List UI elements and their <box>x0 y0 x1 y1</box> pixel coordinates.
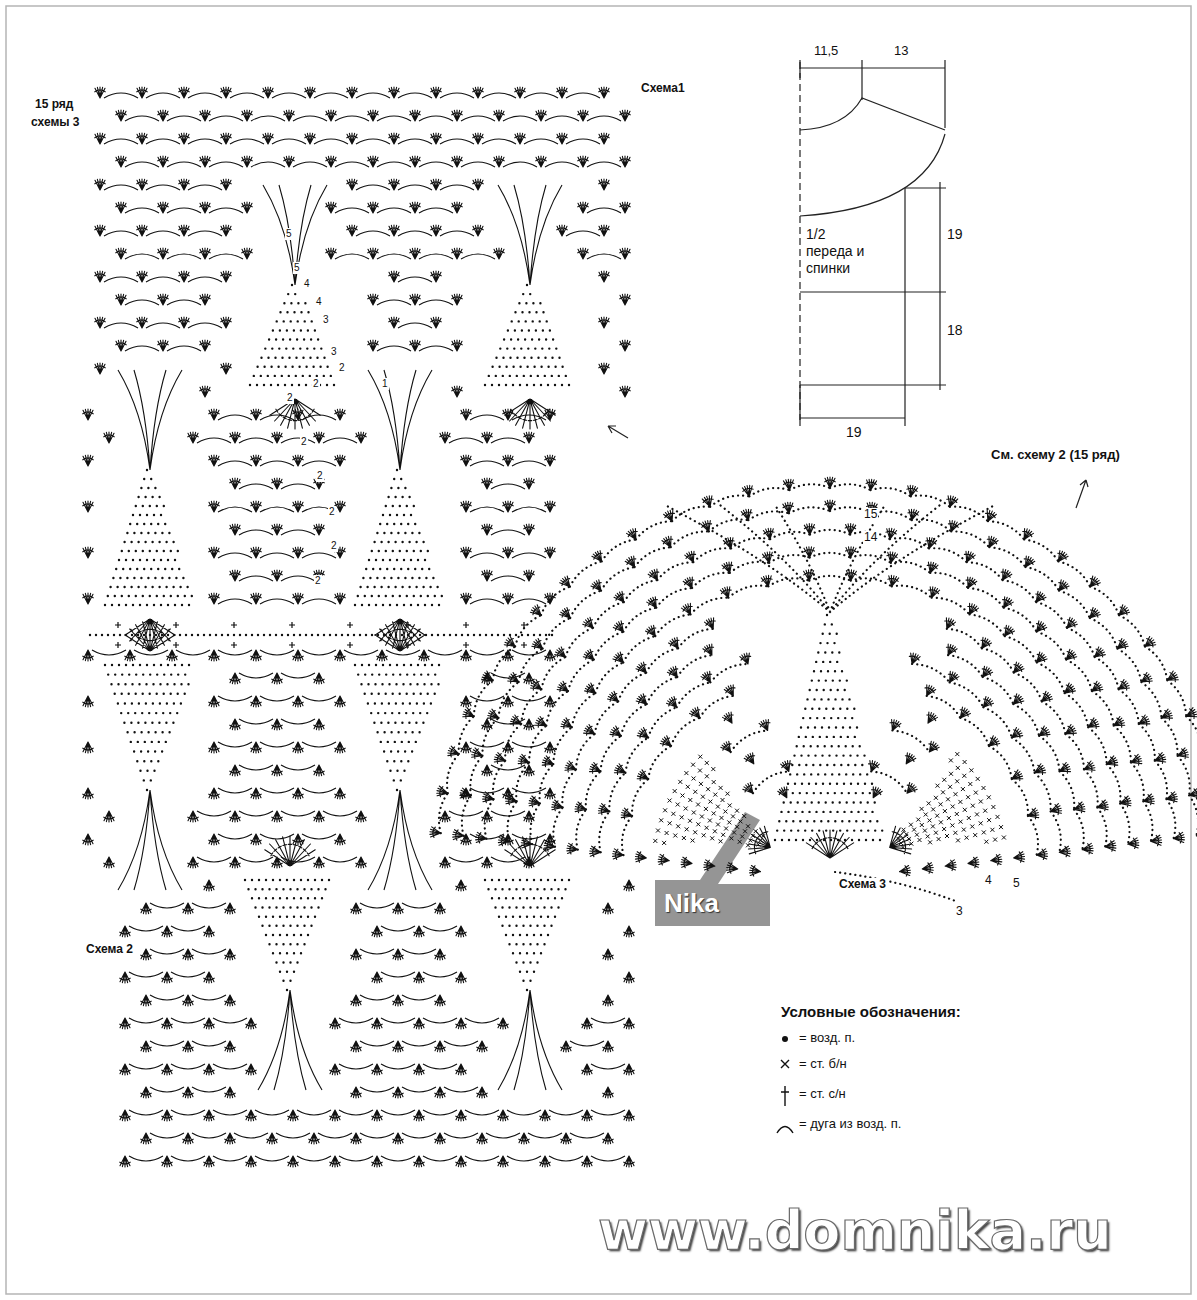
scheme-label: Схема 3 <box>838 878 887 892</box>
row-number: 2 <box>338 362 346 374</box>
scheme-label: Схема1 <box>640 82 686 96</box>
body-outline <box>800 188 905 385</box>
single-crochet-marks <box>115 622 527 648</box>
pointer-arrow <box>1076 480 1088 508</box>
watermark-url: www.domnika.ru <box>598 1200 1112 1262</box>
stitch-symbols <box>83 87 1197 1167</box>
chain-arc-symbol <box>777 1127 793 1134</box>
legend-symbols <box>777 1036 793 1133</box>
neck-shoulder-line <box>800 98 945 130</box>
row-number: 3 <box>330 346 338 358</box>
pattern-piece: 1/2 переда и спинки <box>806 226 872 276</box>
legend-text: = дуга из возд. п. <box>798 1117 902 1132</box>
dimension-value: 11,5 <box>813 44 839 59</box>
row-number: 2 <box>316 470 324 482</box>
dimension-value: 18 <box>946 322 964 338</box>
row-number: 5 <box>1012 877 1021 891</box>
chain-arcs <box>92 93 625 1161</box>
dimension-value: 19 <box>946 226 964 242</box>
pointer-arrow <box>608 426 628 438</box>
row-number: 3 <box>322 314 330 326</box>
center-line <box>799 62 800 420</box>
double-crochet-symbol <box>781 1086 789 1106</box>
legend-text: = возд. п. <box>798 1031 856 1046</box>
legend-text: = ст. с/н <box>798 1087 847 1102</box>
row-number: 3 <box>955 905 964 919</box>
row-number: 4 <box>984 874 993 888</box>
double-crochet-fans <box>83 87 1197 1167</box>
row-number: 15 <box>863 508 878 522</box>
dimension-line <box>800 385 905 426</box>
row-number: 2 <box>330 540 338 552</box>
row-number: 14 <box>863 531 878 545</box>
dimension-value: 13 <box>893 44 909 59</box>
scheme-label: схемы 3 <box>30 116 81 130</box>
scheme-label: 15 ряд <box>34 98 74 112</box>
single-crochet-marks <box>653 752 1006 849</box>
row-number: 5 <box>285 228 293 240</box>
dimension-line <box>905 182 946 390</box>
row-number: 4 <box>303 278 311 290</box>
row-number: 1 <box>381 378 389 390</box>
scheme-label: Условные обозначения: <box>780 1003 962 1020</box>
dimension-value: 19 <box>845 424 863 440</box>
row-number: 2 <box>328 506 336 518</box>
row-number: 2 <box>300 436 308 448</box>
row-number: 2 <box>286 392 294 404</box>
row-number: 2 <box>314 575 322 587</box>
dimension-drawing <box>800 60 946 426</box>
watermark-logo: Nika <box>664 889 719 919</box>
row-number: 2 <box>312 378 320 390</box>
row-number: 4 <box>315 296 323 308</box>
chain-stitches <box>90 285 882 990</box>
legend-text: = ст. б/н <box>798 1057 848 1072</box>
neckline-curve <box>800 134 945 216</box>
piece-caption: 1/2 переда и спинки <box>806 226 872 276</box>
scheme-label: Схема 2 <box>85 943 134 957</box>
single-crochet-symbol <box>781 1060 789 1068</box>
dimension-line <box>800 60 945 128</box>
chain-symbol <box>782 1036 788 1042</box>
scheme-label: См. схему 2 (15 ряд) <box>990 448 1121 463</box>
row-number: 5 <box>293 262 301 274</box>
